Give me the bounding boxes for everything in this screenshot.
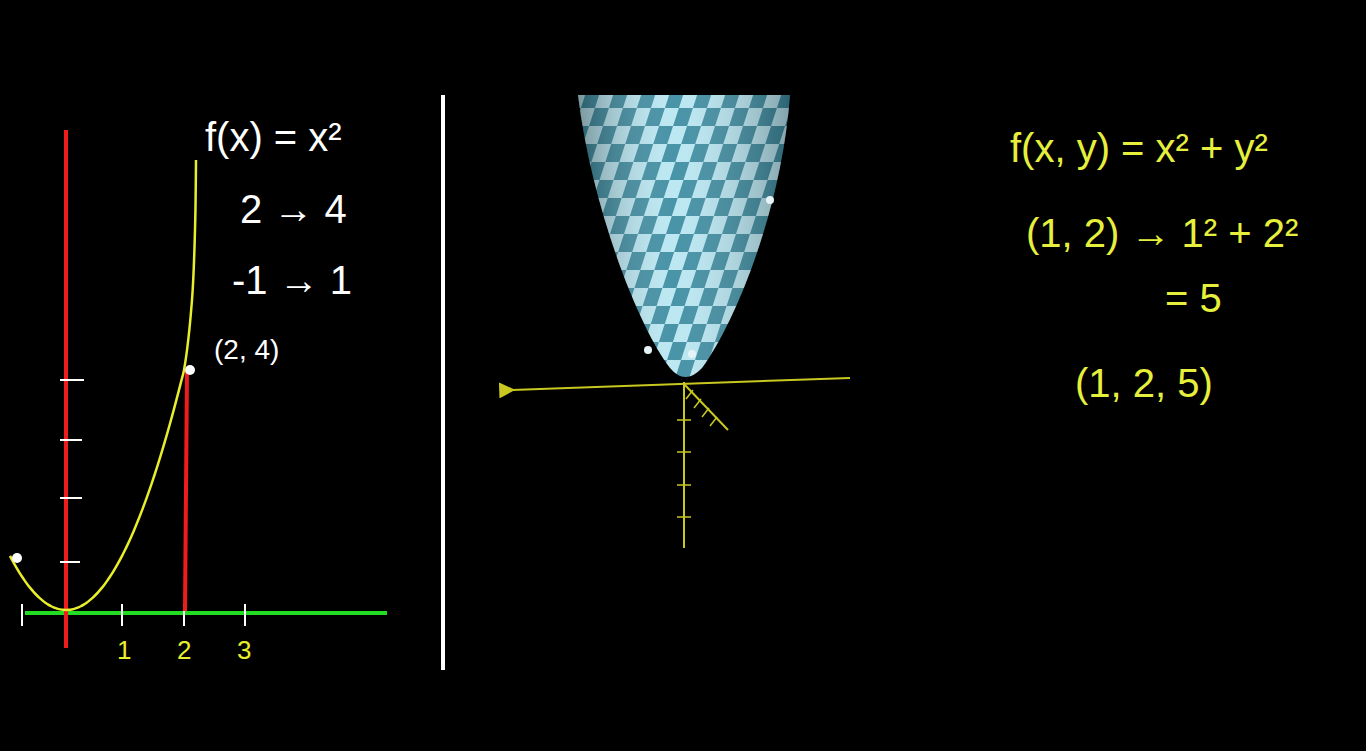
3d-axis [684, 384, 728, 430]
3d-axis-ticks [677, 390, 717, 517]
evaluation-result: = 5 [1165, 276, 1222, 320]
evaluation-step: (1, 2) → 1² + 2² [1026, 211, 1298, 255]
point-dot [644, 346, 652, 354]
axis-number: 1 [117, 636, 131, 665]
mapping-note: -1 → 1 [232, 258, 352, 302]
point-dot [12, 553, 22, 563]
3d-axis [683, 382, 685, 548]
parabola-curve [10, 160, 196, 610]
function-formula: f(x, y) = x² + y² [1010, 126, 1268, 170]
paraboloid-shading [578, 95, 790, 377]
y-ticks [60, 380, 84, 562]
point-label: (2, 4) [214, 335, 279, 366]
value-line [185, 370, 187, 611]
point-dot [185, 365, 195, 375]
x-axis [25, 611, 387, 615]
y-axis [64, 130, 68, 648]
point-dot [766, 196, 774, 204]
point-label: (1, 2, 5) [1075, 361, 1213, 405]
function-formula: f(x) = x² [205, 115, 342, 159]
divider-line [441, 95, 445, 670]
axis-number: 2 [177, 636, 191, 665]
3d-axis [512, 378, 850, 390]
axis-number: 3 [237, 636, 251, 665]
point-dot [688, 350, 696, 358]
paraboloid-surface [578, 95, 790, 377]
mapping-note: 2 → 4 [240, 187, 347, 231]
parabola-curve [10, 160, 196, 610]
